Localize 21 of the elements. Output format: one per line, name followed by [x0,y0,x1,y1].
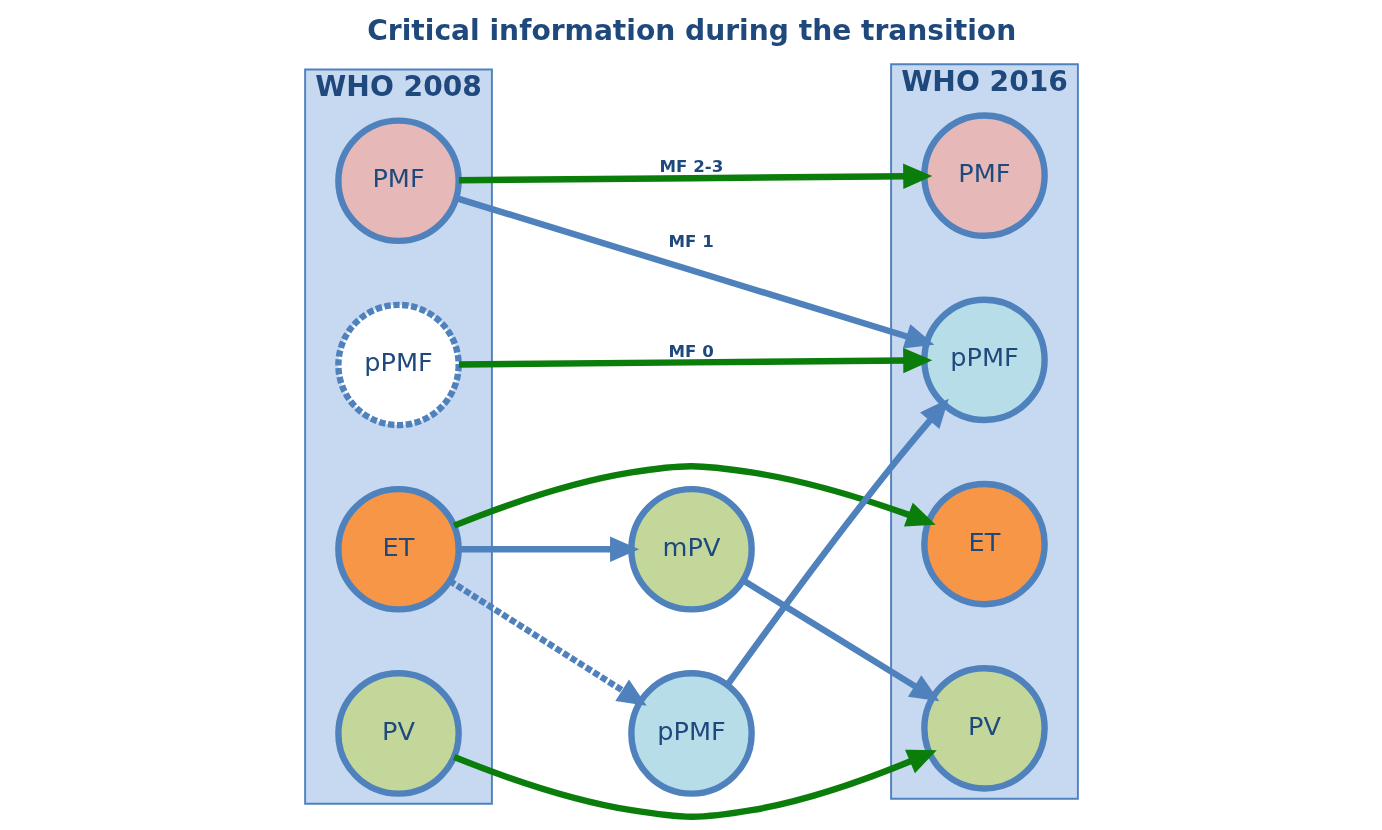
edge-label: MF 0 [667,341,714,361]
node-circle: pPMF [920,296,1048,424]
arrow [458,163,932,190]
node-circle: ET [334,485,462,613]
node-circle: PV [334,670,462,797]
arrow [458,536,639,562]
edge-label: MF 1 [667,231,714,251]
arrow [724,398,949,687]
node-circle: PV [920,665,1048,792]
node-circle: ET [920,480,1048,608]
node-circle: PMF [334,117,462,245]
arrow [452,463,936,529]
arrow [458,347,932,374]
node-circle: PMF [920,112,1048,239]
edge-label: MF 2-3 [659,157,723,177]
diagram-title: Critical information during the transition [366,13,1016,47]
node-circle: pPMF [627,670,755,797]
arrow [452,749,937,820]
node-circle: mPV [627,485,755,613]
node-circle: pPMF [334,301,462,429]
arrow [447,578,647,706]
